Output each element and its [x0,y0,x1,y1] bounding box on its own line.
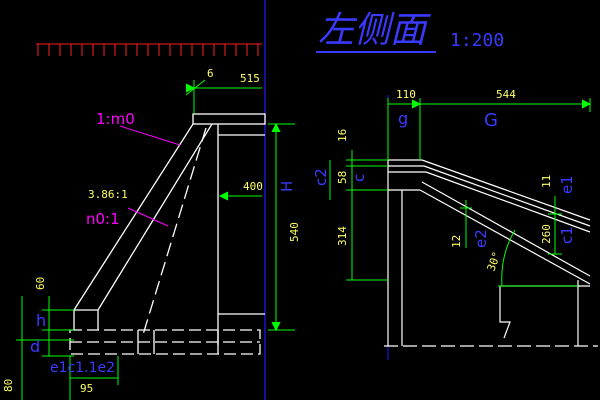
dim-95: 95 [80,382,93,395]
angle-arc [501,229,516,287]
left-inner-slope [97,123,213,311]
bottom-labels: e1c1.1e2 [50,360,115,376]
dim-58: 58 [336,171,349,184]
dim-16: 16 [336,129,349,142]
left-view-structure [69,113,266,355]
right-slope-lower [419,189,591,285]
left-view-dimensions [16,79,295,400]
slope-label-n0-1: n0:1 [86,210,120,228]
dim-11: 11 [540,175,553,188]
dim-540: 540 [288,222,301,242]
d-symbol: d [30,337,40,356]
slope-label-1-m0: 1:m0 [96,110,135,128]
dim-110: 110 [396,88,416,101]
dim-260: 260 [540,224,553,244]
drawing-title: 左侧面 [318,10,431,51]
axis-lines [264,0,389,400]
left-view-labels: 515 6 1:m0 3.86:1 n0:1 400 540 H 60 h d … [2,67,301,395]
e2-symbol: e2 [472,229,490,248]
dim-6: 6 [207,67,214,80]
left-hidden-slope [141,127,207,339]
dim-400: 400 [243,180,263,193]
dim-80: 80 [2,379,15,392]
right-slope-top [421,159,591,221]
ground-hatch [36,43,262,56]
drawing-title-block: 左侧面 1:200 [316,10,504,53]
height-symbol-H: H [278,181,296,192]
angle-30: 30° [485,250,504,273]
left-top-cap [192,113,266,125]
c-symbol: c [350,174,368,182]
c1-symbol: c1 [558,226,576,244]
slope-ratio: 3.86:1 [88,188,128,201]
g-symbol: g [398,109,408,128]
drawing-scale: 1:200 [450,30,504,51]
left-outer-slope [73,123,194,311]
dim-12: 12 [450,235,463,248]
c2-symbol: c2 [312,168,330,186]
e1-symbol: e1 [558,175,576,194]
right-view-structure [384,159,598,347]
right-view-dimensions [329,98,592,287]
dim-60: 60 [34,277,47,290]
dim-314: 314 [336,226,349,246]
h-symbol: h [36,311,46,330]
G-symbol: G [484,110,498,131]
dim-544: 544 [496,88,516,101]
dim-515: 515 [240,72,260,85]
right-view-labels: 110 544 g G 16 c2 58 c 314 11 e1 260 c1 … [312,88,576,273]
